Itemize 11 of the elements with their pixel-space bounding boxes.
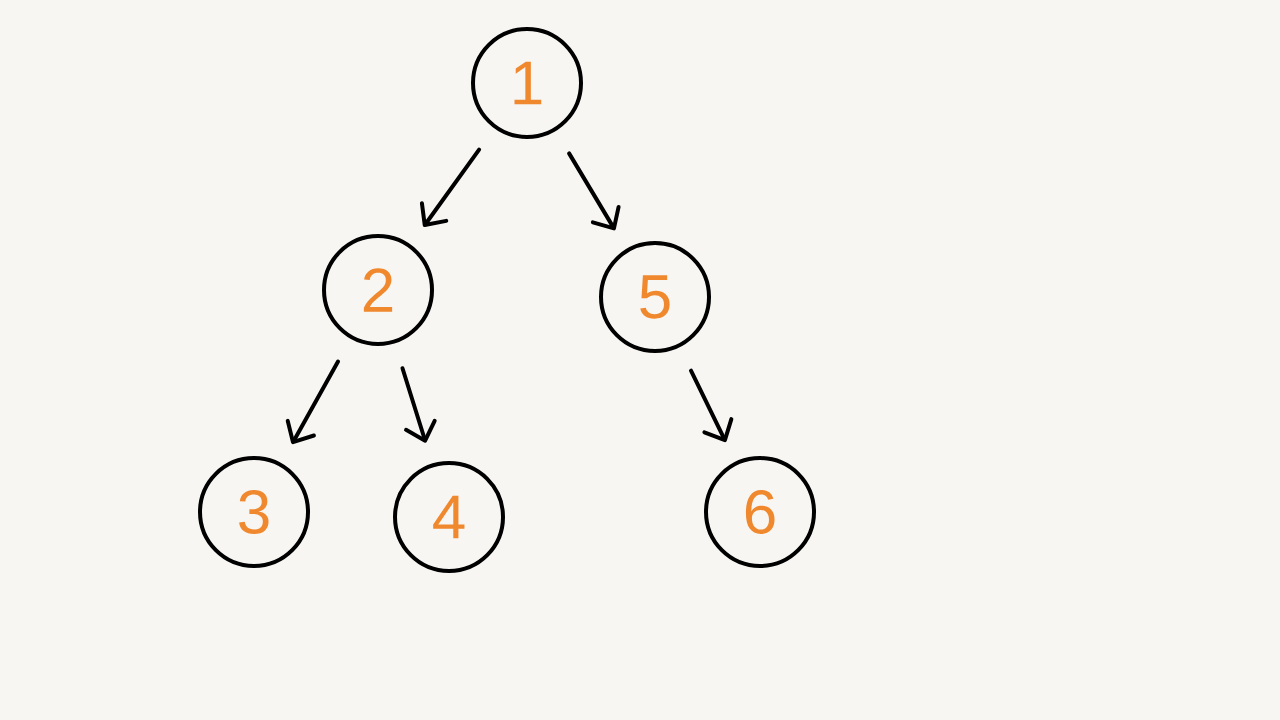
- circle-node: 4: [393, 461, 505, 573]
- arrow: [419, 147, 482, 228]
- circle-node: 5: [599, 241, 711, 353]
- circle-node: 2: [322, 234, 434, 346]
- arrow: [285, 359, 340, 445]
- arrow: [567, 151, 621, 231]
- circle-node: 6: [704, 456, 816, 568]
- circle-node: 1: [471, 27, 583, 139]
- arrow: [689, 368, 734, 443]
- circle-node: 3: [198, 456, 310, 568]
- arrow: [400, 366, 437, 443]
